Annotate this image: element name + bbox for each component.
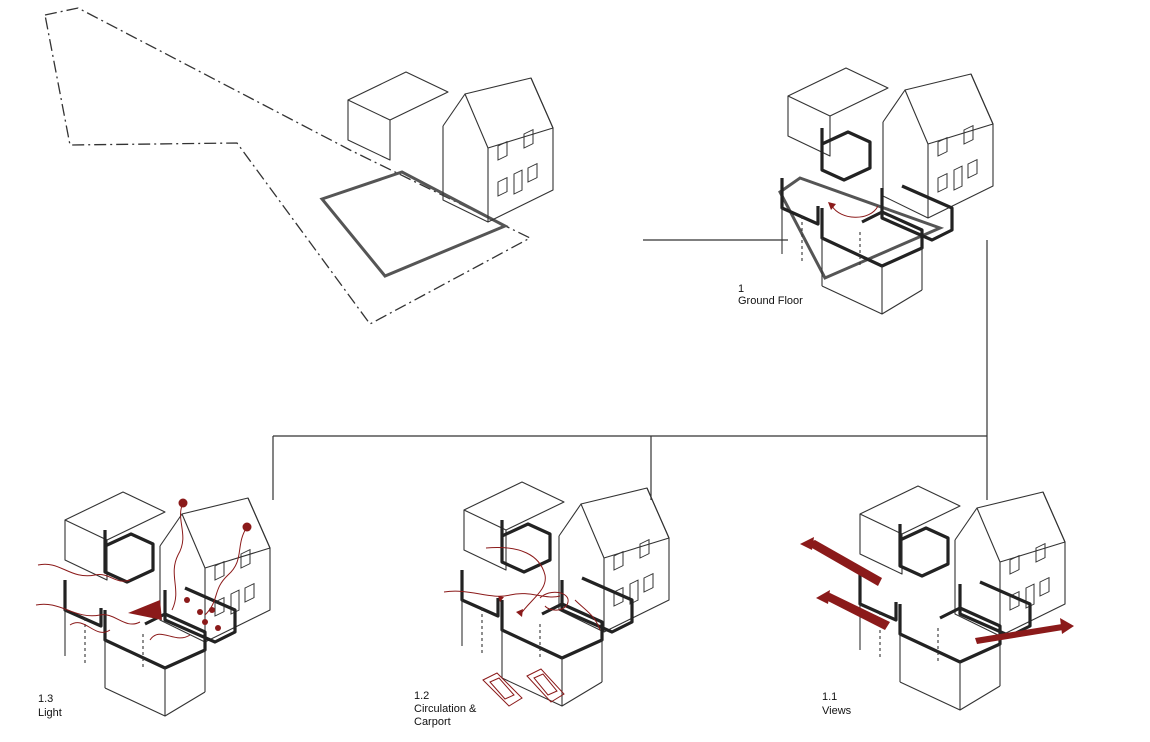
node-caption-1-2: Circulation & Carport (414, 703, 477, 728)
node-number-1-1: 1.1 (822, 691, 837, 703)
tree-connectors (272, 239, 988, 500)
node-number-1-2: 1.2 (414, 690, 430, 702)
car-icon (482, 672, 523, 707)
node-caption-1-1: Views (822, 705, 852, 717)
light-diagram (35, 491, 271, 718)
node-number-1-3: 1.3 (38, 693, 53, 705)
node-caption-1-3: Light (38, 707, 62, 719)
node-number-1: 1 (738, 283, 744, 295)
node-caption-1: Ground Floor (738, 295, 803, 307)
car-icon (526, 668, 565, 703)
site-overview (44, 7, 554, 325)
views-diagram (800, 485, 1074, 712)
circulation-diagram (443, 481, 670, 708)
ground-floor-diagram (778, 67, 994, 316)
